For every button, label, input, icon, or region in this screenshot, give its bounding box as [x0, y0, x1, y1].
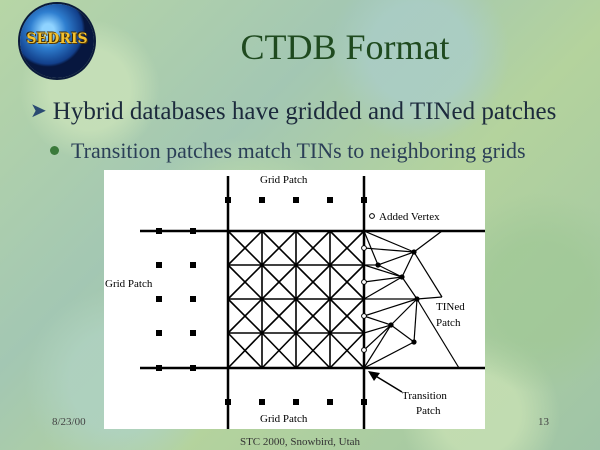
tined-patch-label-line2: Patch [436, 317, 461, 329]
dot-bullet-icon [50, 146, 59, 155]
added-vertex-label: Added Vertex [379, 211, 440, 223]
bullet-1-text: Hybrid databases have gridded and TINed … [52, 98, 557, 125]
tin-vertices [375, 249, 420, 345]
grid-patch-left-label: Grid Patch [105, 278, 153, 290]
patch-diagram-svg: Grid Patch Grid Patch Grid Patch Added V… [105, 174, 485, 429]
arrow-bullet-icon: ➤ [30, 100, 47, 122]
footer-date: 8/23/00 [52, 416, 86, 428]
bullet-level-2: Transition patches match TINs to neighbo… [50, 138, 526, 164]
footer-conference: STC 2000, Snowbird, Utah [239, 436, 361, 448]
tin-edges [363, 230, 460, 369]
transition-patch-label-line1: Transition [402, 390, 447, 402]
added-vertices [361, 213, 375, 353]
grid-patch-top-label: Grid Patch [260, 174, 308, 186]
footer-page-number: 13 [538, 416, 549, 428]
logo-text: SEDRIS [26, 31, 88, 47]
grid-post-markers [156, 197, 367, 405]
tined-patch-label-line1: TINed [436, 301, 465, 313]
slide-title: CTDB Format [240, 27, 450, 67]
ctdb-patch-diagram: Grid Patch Grid Patch Grid Patch Added V… [104, 170, 485, 429]
bullet-2-text: Transition patches match TINs to neighbo… [71, 138, 526, 163]
transition-patch-label-line2: Patch [416, 405, 441, 417]
grid-patch-bottom-label: Grid Patch [260, 413, 308, 425]
sedris-globe-logo: SEDRIS [20, 4, 94, 78]
patch-boundaries [140, 176, 485, 429]
center-grid [227, 230, 365, 369]
added-vertex-legend-marker [369, 213, 375, 219]
bullet-level-1: ➤Hybrid databases have gridded and TINed… [30, 98, 556, 126]
transition-arrow-icon [368, 371, 403, 393]
